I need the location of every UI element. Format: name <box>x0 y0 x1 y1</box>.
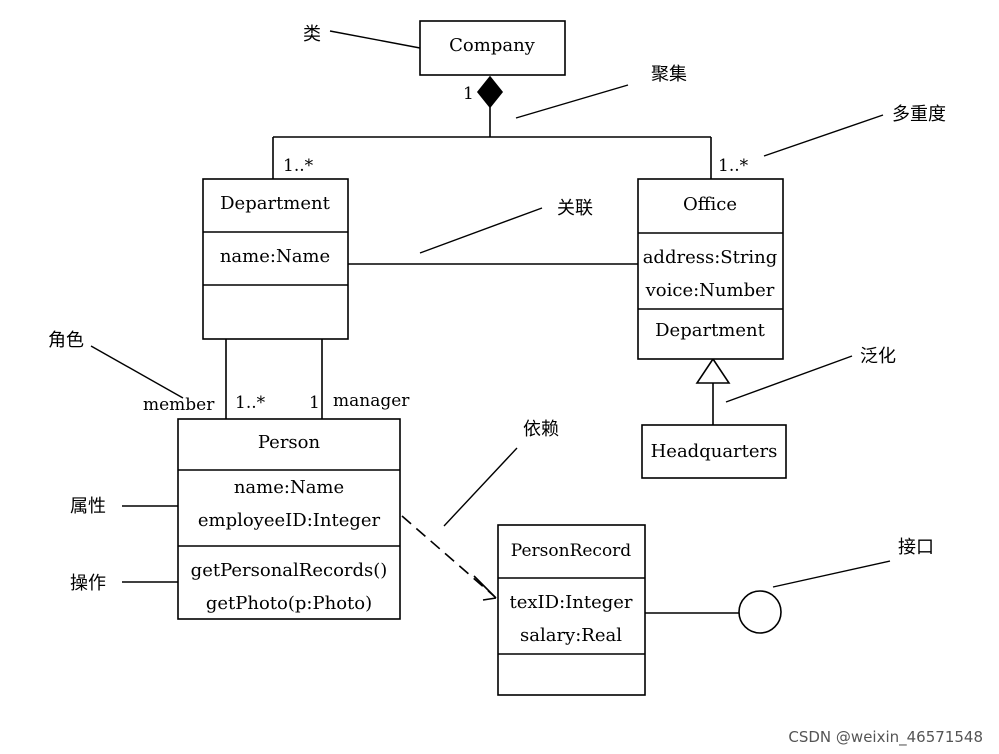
class-person-name: Person <box>258 432 321 453</box>
annotation-operation: 操作 <box>70 573 106 594</box>
role-member: member <box>143 395 215 415</box>
office-operation: Department <box>655 320 765 341</box>
multiplicity-manager: 1 <box>309 393 320 413</box>
pointer-aggregation <box>515 84 629 119</box>
annotation-association: 关联 <box>557 198 593 219</box>
annotation-dependency: 依赖 <box>523 419 559 440</box>
person-attribute: employeeID:Integer <box>198 510 381 531</box>
multiplicity-office: 1..* <box>718 156 749 176</box>
class-person-record: PersonRecord texID:Integer salary:Real <box>497 524 646 696</box>
person-record-attribute: texID:Integer <box>509 592 632 613</box>
class-headquarters-name: Headquarters <box>651 441 778 462</box>
annotation-class: 类 <box>303 24 321 45</box>
interface-circle <box>738 590 782 634</box>
class-person: Person name:Name employeeID:Integer getP… <box>177 418 401 620</box>
office-attribute: address:String <box>643 247 778 268</box>
multiplicity-member: 1..* <box>235 393 266 413</box>
pointer-association <box>419 207 543 254</box>
pointer-interface <box>772 560 891 588</box>
person-attribute: name:Name <box>234 477 344 498</box>
annotation-generalization: 泛化 <box>860 346 896 367</box>
aggregation-diamond <box>476 75 504 109</box>
class-person-record-name: PersonRecord <box>511 541 632 561</box>
annotation-role: 角色 <box>48 330 84 351</box>
class-company: Company <box>419 20 566 76</box>
class-department: Department name:Name <box>202 178 349 340</box>
pointer-multiplicity <box>763 114 884 157</box>
annotation-interface: 接口 <box>898 537 934 558</box>
pointer-class <box>329 30 421 49</box>
class-company-name: Company <box>449 35 536 56</box>
office-attribute: voice:Number <box>645 280 775 301</box>
class-department-name: Department <box>220 193 330 214</box>
class-office-name: Office <box>683 194 737 215</box>
annotation-aggregation: 聚集 <box>651 64 687 85</box>
person-operation: getPersonalRecords() <box>191 560 388 581</box>
annotation-attribute: 属性 <box>70 496 106 517</box>
pointer-dependency <box>443 447 518 527</box>
generalization-triangle <box>695 357 731 384</box>
person-record-attribute: salary:Real <box>520 625 622 646</box>
pointer-generalization <box>725 355 853 403</box>
annotation-multiplicity: 多重度 <box>892 104 946 125</box>
role-manager: manager <box>333 391 410 411</box>
department-attribute: name:Name <box>220 246 330 267</box>
watermark: CSDN @weixin_46571548 <box>788 728 983 747</box>
class-office: Office address:String voice:Number Depar… <box>637 178 784 360</box>
dependency-line <box>401 515 495 597</box>
multiplicity-company: 1 <box>463 84 474 104</box>
class-headquarters: Headquarters <box>641 424 787 479</box>
multiplicity-department: 1..* <box>283 156 314 176</box>
person-operation: getPhoto(p:Photo) <box>206 593 372 614</box>
dependency-arrowhead <box>473 575 497 601</box>
pointer-role <box>90 345 184 399</box>
